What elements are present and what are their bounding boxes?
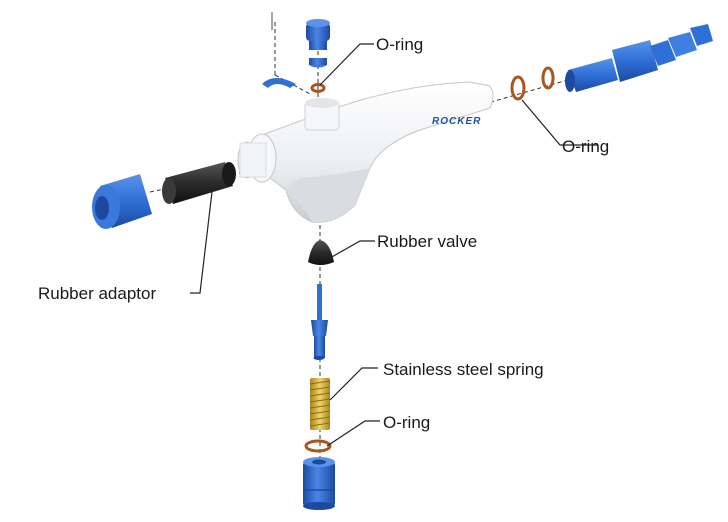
label-o-ring-right: O-ring — [562, 137, 609, 156]
spring-part — [309, 378, 331, 430]
gun-body: ROCKER — [237, 81, 494, 223]
bottom-blue-cap — [303, 457, 335, 510]
o-ring-bottom-part — [304, 439, 332, 453]
blue-clip-part — [262, 78, 296, 88]
leader-lines — [190, 43, 598, 447]
hose-connector — [565, 24, 713, 92]
label-rubber-adaptor: Rubber adaptor — [38, 284, 156, 303]
rubber-valve-part — [308, 240, 334, 265]
top-blue-cap — [306, 19, 330, 68]
plunger-part — [311, 284, 328, 360]
o-ring-right-2 — [541, 66, 555, 90]
label-o-ring-top: O-ring — [376, 35, 423, 54]
rubber-adaptor-part — [162, 162, 236, 204]
label-o-ring-bottom: O-ring — [383, 413, 430, 432]
left-blue-nut — [92, 174, 152, 229]
label-rubber-valve: Rubber valve — [377, 232, 477, 251]
o-ring-top-part — [310, 83, 326, 93]
label-spring: Stainless steel spring — [383, 360, 544, 379]
brand-logo: ROCKER — [432, 116, 481, 127]
o-ring-right-1 — [510, 75, 526, 101]
